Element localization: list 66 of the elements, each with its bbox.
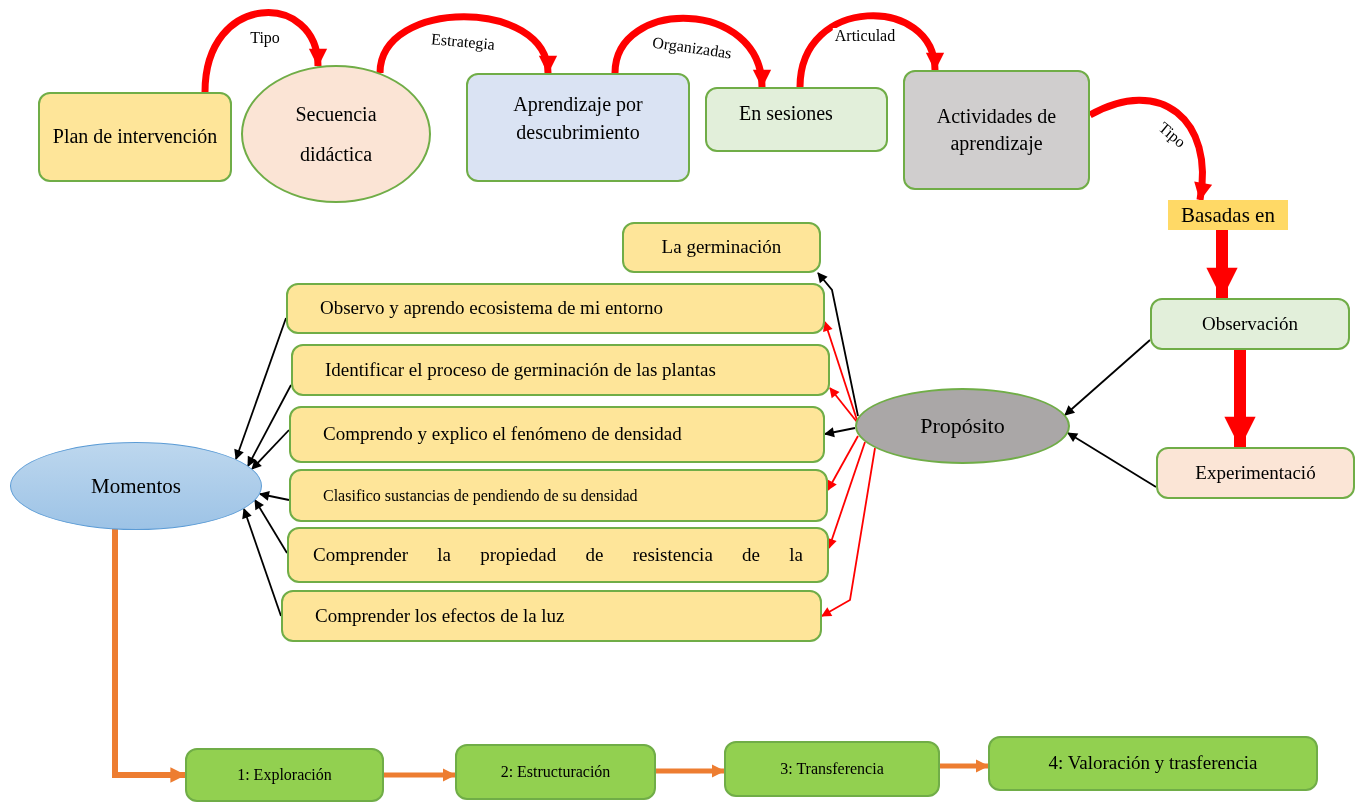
- process-box: [289, 406, 825, 463]
- step-box: [724, 741, 940, 797]
- block-arrow: [112, 529, 186, 783]
- node-text: Plan de intervención: [51, 124, 219, 150]
- node-text: Propósito: [919, 411, 1006, 440]
- node-text: En sesiones: [738, 100, 834, 126]
- block-arrow: [611, 15, 769, 88]
- node-text: 3: Transferencia: [779, 759, 885, 779]
- node-text: Aprendizaje por descubrimiento: [512, 92, 644, 145]
- process-box: [281, 590, 822, 642]
- edge-label: Articulad: [832, 28, 898, 44]
- arrow: [827, 435, 859, 491]
- node-text: 4: Valoración y trasferencia: [1047, 751, 1259, 776]
- node-text: Comprender la propiedad de resistencia de la: [313, 542, 803, 567]
- block-arrow: [940, 759, 989, 773]
- arrow: [234, 317, 287, 460]
- arrow: [821, 447, 876, 617]
- process-box: [705, 87, 888, 152]
- process-box: [287, 527, 829, 583]
- arrow: [254, 499, 288, 554]
- node-text: Clasifico sustancias de pendiendo de su densidad: [322, 485, 639, 507]
- node-text: Observación: [1201, 311, 1299, 336]
- edge-label: Tipo: [248, 30, 282, 46]
- arrow: [1067, 432, 1157, 488]
- node-text: Experimentació: [1194, 460, 1317, 485]
- process-box: [289, 469, 828, 522]
- node-text: Comprendo y explico el fenómeno de densidad: [322, 422, 683, 447]
- process-box: [1150, 298, 1350, 350]
- process-box: [291, 344, 830, 396]
- block-arrow: [376, 13, 554, 74]
- step-box: [988, 736, 1318, 791]
- arrow: [824, 427, 856, 438]
- arrow: [829, 387, 858, 423]
- step-box: [185, 748, 384, 802]
- block-arrow: [201, 9, 325, 93]
- process-box: [38, 92, 232, 182]
- block-arrow: [384, 768, 456, 782]
- node-text: Actividades de aprendizaje: [935, 103, 1058, 157]
- highlighted-text: [1168, 200, 1288, 230]
- node-text: 1: Exploración: [236, 765, 333, 786]
- process-box: [903, 70, 1090, 190]
- node-text: Comprender los efectos de la luz: [314, 603, 566, 628]
- process-box: [286, 283, 825, 334]
- node-text: 2: Estructuración: [499, 762, 612, 782]
- block-arrow: [656, 764, 725, 778]
- arrow: [827, 441, 866, 549]
- node-text: Secuencia didáctica: [294, 102, 378, 167]
- node-text: Identificar el proceso de germinación de las plantas: [324, 357, 717, 382]
- block-arrow: [796, 12, 942, 88]
- node-text: Momentos: [90, 472, 182, 500]
- arrow: [1064, 339, 1151, 416]
- node-text: La germinación: [660, 235, 783, 260]
- process-box: [1156, 447, 1355, 499]
- process-box: [622, 222, 821, 273]
- arrow: [242, 508, 282, 617]
- process-box: [466, 73, 690, 182]
- block-arrow: [1088, 96, 1212, 201]
- block-arrow: [1224, 350, 1256, 448]
- arrow: [251, 429, 290, 470]
- node-text: Observo y aprendo ecosistema de mi entorno: [319, 296, 664, 321]
- node-text: Basadas en: [1180, 201, 1276, 229]
- block-arrow: [1206, 230, 1238, 299]
- step-box: [455, 744, 656, 800]
- edge-label: Estrategia: [428, 31, 498, 53]
- arrow: [247, 384, 292, 467]
- arrow: [259, 490, 290, 501]
